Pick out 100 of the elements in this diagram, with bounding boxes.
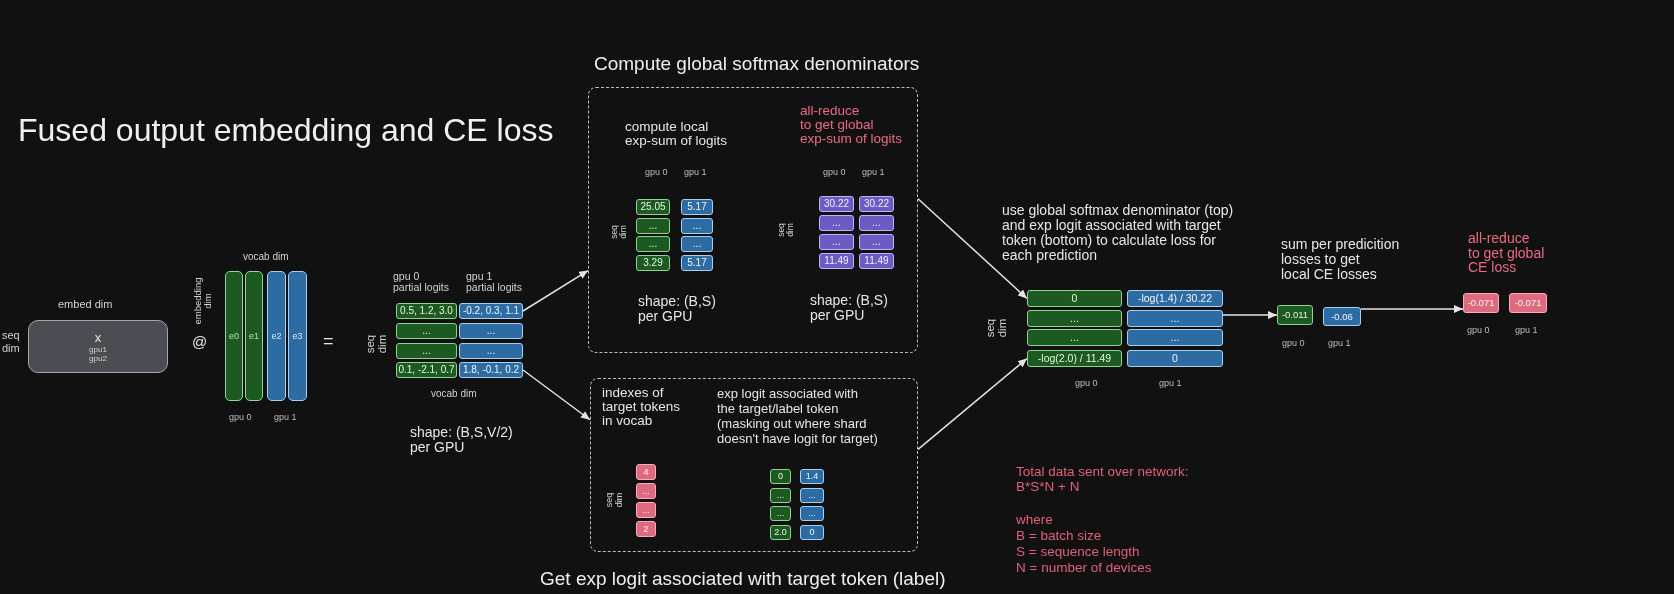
- diagram-title: Fused output embedding and CE loss: [18, 111, 554, 150]
- loss-cell: ...: [1127, 329, 1223, 346]
- axis-label: seq dim: [2, 329, 20, 355]
- annotation-text: all-reduce to get global exp-sum of logits: [800, 104, 903, 146]
- axis-label: vocab dim: [431, 388, 477, 400]
- column-heading: gpu 1 partial logits: [466, 271, 523, 293]
- axis-label: embed dim: [58, 298, 113, 311]
- target-index-cell: ...: [636, 483, 656, 499]
- exp-sum-cell: ...: [636, 218, 670, 234]
- exp-sum-cell: 25.05: [636, 199, 670, 215]
- target-index-cell: ...: [636, 502, 656, 518]
- loss-cell: ...: [1027, 329, 1122, 346]
- exp-sum-cell: ...: [681, 236, 713, 252]
- axis-label: seq dim: [604, 492, 624, 508]
- gpu-label: gpu 0: [1075, 378, 1098, 389]
- annotation-text: all-reduce to get global CE loss: [1468, 231, 1545, 275]
- operator-symbol: @: [192, 333, 208, 351]
- arrow: [917, 357, 1028, 451]
- loss-cell: -log(2.0) / 11.49: [1027, 350, 1122, 367]
- note-text: Total data sent over network:: [1016, 464, 1189, 480]
- target-logit-cell: ...: [800, 506, 824, 521]
- note-text: N = number of devices: [1016, 560, 1152, 576]
- global-exp-sum-cell: ...: [819, 215, 854, 231]
- gpu-label: gpu 1: [274, 412, 297, 423]
- target-logit-cell: 0: [770, 469, 791, 484]
- gpu-label: gpu 1: [862, 167, 885, 178]
- global-exp-sum-cell: 30.22: [819, 196, 854, 212]
- axis-label: embedding dim: [193, 277, 213, 325]
- operator-symbol: =: [323, 331, 334, 351]
- target-logit-cell: 2.0: [770, 525, 791, 540]
- loss-cell: ...: [1027, 310, 1122, 327]
- weight-column: e0: [225, 271, 243, 401]
- target-logit-cell: ...: [770, 488, 791, 503]
- gpu-label: gpu 1: [1515, 325, 1538, 336]
- global-exp-sum-cell: 11.49: [859, 253, 894, 269]
- gpu-label: gpu 0: [823, 167, 846, 178]
- exp-sum-cell: 3.29: [636, 255, 670, 271]
- global-loss-cell: -0.071: [1509, 293, 1547, 313]
- gpu-label: gpu1: [89, 344, 107, 354]
- gpu-label: gpu 1: [1328, 338, 1351, 349]
- target-index-cell: 2: [636, 521, 656, 537]
- gpu-label: gpu 0: [1282, 338, 1305, 349]
- gpu-label: gpu 0: [1467, 325, 1490, 336]
- shape-note: shape: (B,S,V/2) per GPU: [410, 425, 513, 455]
- gpu-label: gpu2: [89, 353, 107, 363]
- formula-text: B*S*N + N: [1016, 479, 1080, 495]
- global-exp-sum-cell: 30.22: [859, 196, 894, 212]
- global-loss-cell: -0.071: [1463, 293, 1499, 313]
- axis-label: seq dim: [984, 318, 1008, 338]
- loss-cell: -log(1.4) / 30.22: [1127, 290, 1223, 307]
- loss-cell: 0: [1127, 350, 1223, 367]
- gpu-label: gpu 1: [1159, 378, 1182, 389]
- annotation-text: compute local exp-sum of logits: [625, 120, 728, 148]
- axis-label: seq dim: [777, 223, 795, 237]
- logit-cell: ...: [396, 343, 457, 359]
- variable-label: x: [94, 330, 102, 345]
- loss-cell: ...: [1127, 310, 1223, 327]
- logit-cell: 1.8, -0.1, 0.2: [459, 362, 523, 378]
- target-logit-cell: ...: [800, 488, 824, 503]
- logit-cell: 0.1, -2.1, 0.7: [396, 362, 457, 378]
- global-exp-sum-cell: ...: [859, 215, 894, 231]
- weight-column: e1: [245, 271, 263, 401]
- exp-sum-cell: ...: [681, 218, 713, 234]
- section-heading: Get exp logit associated with target token (label): [540, 568, 946, 590]
- axis-label: seq dim: [364, 334, 388, 354]
- global-exp-sum-cell: 11.49: [819, 253, 854, 269]
- arrow: [1222, 311, 1278, 319]
- logit-cell: 0.5, 1.2, 3.0: [396, 303, 457, 319]
- arrow: [917, 197, 1028, 300]
- local-loss-cell: -0.06: [1323, 307, 1361, 326]
- annotation-text: exp logit associated with the target/label token (masking out where shard doesn't have logit for target): [717, 386, 878, 446]
- logit-cell: -0.2, 0.3, 1.1: [459, 303, 523, 319]
- global-exp-sum-cell: ...: [859, 234, 894, 250]
- target-logit-cell: 0: [800, 525, 824, 540]
- note-text: B = batch size: [1016, 528, 1102, 544]
- annotation-text: use global softmax denominator (top) and exp logit associated with target token (bottom) to calculate loss for each prediction: [1002, 203, 1234, 263]
- global-exp-sum-cell: ...: [819, 234, 854, 250]
- target-index-cell: 4: [636, 464, 656, 480]
- logit-cell: ...: [459, 343, 523, 359]
- gpu-label: gpu 0: [229, 412, 252, 423]
- annotation-text: indexes of target tokens in vocab: [602, 386, 681, 428]
- local-loss-cell: -0.011: [1277, 305, 1313, 325]
- loss-cell: 0: [1027, 290, 1122, 307]
- weight-column: e2: [267, 271, 286, 401]
- annotation-text: sum per predicition losses to get local CE losses: [1281, 237, 1400, 282]
- gpu-label: gpu 1: [684, 167, 707, 178]
- logit-cell: ...: [459, 323, 523, 339]
- note-text: S = sequence length: [1016, 544, 1140, 560]
- weight-column: e3: [288, 271, 307, 401]
- axis-label: seq dim: [610, 225, 628, 239]
- input-matrix-box: [28, 320, 168, 373]
- note-text: where: [1016, 512, 1053, 528]
- section-heading: Compute global softmax denominators: [594, 53, 920, 75]
- exp-sum-cell: 5.17: [681, 199, 713, 215]
- gpu-label: gpu 0: [645, 167, 668, 178]
- target-logit-cell: ...: [770, 506, 791, 521]
- column-heading: gpu 0 partial logits: [393, 271, 450, 293]
- exp-sum-cell: 5.17: [681, 255, 713, 271]
- axis-label: vocab dim: [243, 251, 289, 263]
- exp-sum-cell: ...: [636, 236, 670, 252]
